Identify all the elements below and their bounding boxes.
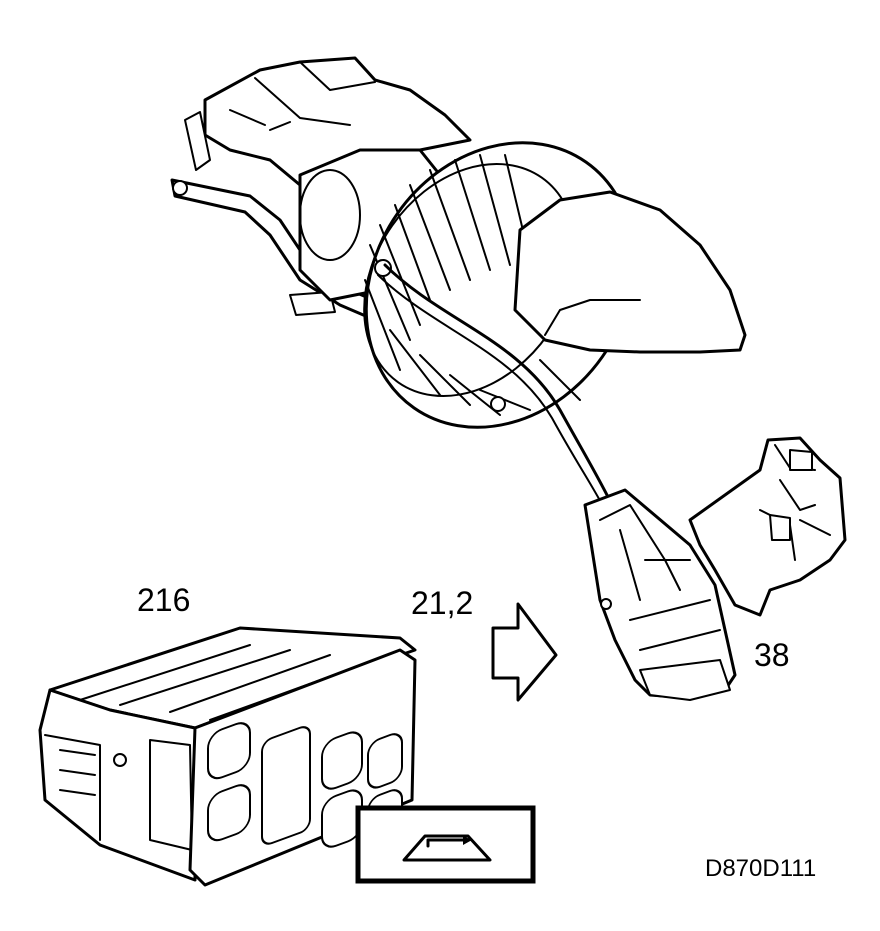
wire-cable — [383, 263, 614, 507]
blower-fan-assembly — [170, 56, 747, 509]
fan-cover — [513, 190, 747, 354]
recirculation-symbol — [355, 805, 536, 884]
callout-21-2: 21,2 — [411, 585, 473, 621]
callout-38: 38 — [754, 637, 790, 673]
callout-216: 216 — [137, 582, 190, 618]
fan-housing-top — [203, 56, 472, 187]
drawing-code: D870D111 — [705, 855, 816, 882]
button-mid-top — [321, 731, 363, 790]
connector-bracket — [688, 436, 847, 617]
button-left-top — [207, 722, 251, 780]
button-left-bottom — [207, 784, 251, 842]
recirculation-icon — [402, 834, 492, 862]
direction-arrow — [491, 602, 558, 702]
connector-assembly — [583, 436, 847, 701]
display-window — [261, 726, 311, 845]
button-right-top — [367, 733, 403, 789]
